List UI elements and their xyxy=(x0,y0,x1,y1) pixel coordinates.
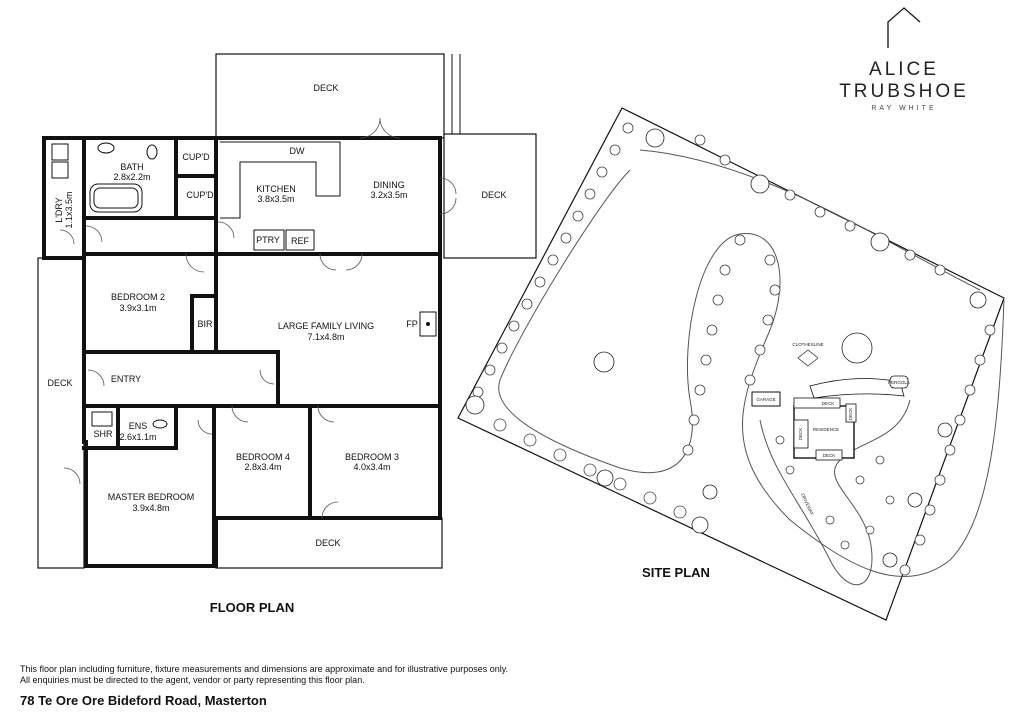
label-site-deck-1: DECK xyxy=(822,401,835,406)
driveway-path xyxy=(759,399,911,586)
label-deck-bottom: DECK xyxy=(315,538,340,548)
site-deck-left xyxy=(793,419,809,449)
label-garage: GARAGE xyxy=(756,397,775,402)
label-bedroom4: BEDROOM 4 xyxy=(236,452,290,462)
ensuite-toilet xyxy=(152,419,168,429)
clothesline-icon xyxy=(797,349,819,367)
brand-logo: ALICE TRUBSHOE RAY WHITE xyxy=(824,4,984,112)
label-deck-right: DECK xyxy=(481,190,506,200)
floor-plan-title: FLOOR PLAN xyxy=(210,600,295,615)
label-bath: BATH xyxy=(120,162,143,172)
label-master: MASTER BEDROOM xyxy=(108,492,195,502)
label-site-deck-4: DECK xyxy=(823,453,836,458)
site-plan-title: SITE PLAN xyxy=(642,565,710,580)
label-deck-left: DECK xyxy=(47,378,72,388)
pantry-box xyxy=(253,229,285,251)
label-dining-size: 3.2x3.5m xyxy=(370,190,407,200)
label-master-size: 3.9x4.8m xyxy=(132,503,169,513)
site-path xyxy=(498,169,1005,577)
label-entry: ENTRY xyxy=(111,374,141,384)
house-outline-icon xyxy=(887,7,921,48)
door-kitchen xyxy=(217,221,235,239)
door-bedroom2 xyxy=(185,253,205,273)
label-site-deck-3: DECK xyxy=(798,428,803,441)
label-dw: DW xyxy=(290,146,305,156)
deck-bottom xyxy=(215,517,443,569)
pergola-walk xyxy=(809,378,905,399)
bathtub xyxy=(89,183,143,213)
door-bath xyxy=(85,225,103,243)
kitchen-bench xyxy=(220,141,341,219)
floor-plan: DECK BATH 2.8x2.2m CUP'D CUP'D DW KITCHE… xyxy=(37,53,537,615)
french-doors-dining xyxy=(359,117,401,139)
door-deck-bottom xyxy=(321,501,339,519)
brand-name: ALICE TRUBSHOE xyxy=(839,59,969,102)
label-shr: SHR xyxy=(93,429,113,439)
label-clothesline: CLOTHESLINE xyxy=(792,342,823,347)
label-bedroom4-size: 2.8x3.4m xyxy=(244,462,281,472)
label-ens: ENS xyxy=(129,421,148,431)
label-site-deck-2: DECK xyxy=(848,408,853,421)
door-bedroom4 xyxy=(231,405,249,423)
label-cupd-1: CUP'D xyxy=(182,152,210,162)
french-doors-deck xyxy=(439,177,457,215)
label-bedroom2-size: 3.9x3.1m xyxy=(119,303,156,313)
site-deck-right xyxy=(845,403,857,423)
label-kitchen: KITCHEN xyxy=(256,184,296,194)
tree-line xyxy=(472,122,996,576)
label-residence: RESIDENCE xyxy=(813,427,839,432)
french-doors-living xyxy=(319,253,363,271)
disclaimer-line-1: This floor plan including furniture, fix… xyxy=(20,664,509,674)
label-living: LARGE FAMILY LIVING xyxy=(278,321,374,331)
label-fp: FP xyxy=(406,319,418,329)
deck-right xyxy=(443,133,537,259)
pergola-block xyxy=(889,375,909,389)
door-bedroom3 xyxy=(317,405,335,423)
disclaimer-line-2: All enquiries must be directed to the ag… xyxy=(20,675,365,685)
label-deck-top: DECK xyxy=(313,83,338,93)
label-cupd-2: CUP'D xyxy=(186,190,214,200)
label-ldry-size: 1.1x3.5m xyxy=(64,191,74,228)
label-bath-size: 2.8x2.2m xyxy=(113,172,150,182)
label-ldry: L'DRY xyxy=(54,197,64,223)
disclaimer: This floor plan including furniture, fix… xyxy=(20,664,580,686)
label-bedroom2: BEDROOM 2 xyxy=(111,292,165,302)
door-laundry xyxy=(59,229,75,245)
pond-tree xyxy=(593,351,615,373)
label-dining: DINING xyxy=(373,180,405,190)
door-entry xyxy=(87,369,105,387)
door-master-deck xyxy=(63,467,81,485)
site-deck-bottom xyxy=(815,449,843,461)
door-master xyxy=(197,419,213,435)
fridge-box xyxy=(285,229,315,251)
deck-left xyxy=(37,257,85,569)
large-tree xyxy=(841,332,873,364)
site-plan: CLOTHESLINE PERGOLA GARAGE DECK DECK DEC… xyxy=(457,107,1005,621)
bath-basin xyxy=(97,142,115,154)
label-ens-size: 2.6x1.1m xyxy=(119,432,156,442)
label-bedroom3: BEDROOM 3 xyxy=(345,452,399,462)
site-deck-top xyxy=(793,397,841,409)
garage-block xyxy=(751,391,781,407)
property-address: 78 Te Ore Ore Bideford Road, Masterton xyxy=(20,693,267,708)
shower-base xyxy=(91,411,113,427)
shrubs xyxy=(465,128,987,568)
deck-top xyxy=(215,53,445,139)
door-hall xyxy=(259,369,275,385)
label-pergola: PERGOLA xyxy=(888,380,910,385)
label-bedroom3-size: 4.0x3.4m xyxy=(353,462,390,472)
bath-toilet xyxy=(146,144,158,160)
brand-subtitle: RAY WHITE xyxy=(871,105,937,112)
label-kitchen-size: 3.8x3.5m xyxy=(257,194,294,204)
fireplace xyxy=(419,311,437,337)
laundry-tub xyxy=(51,143,69,161)
label-ptry: PTRY xyxy=(256,235,280,245)
label-bir: BIR xyxy=(197,319,213,329)
label-living-size: 7.1x4.8m xyxy=(307,332,344,342)
label-ref: REF xyxy=(291,236,310,246)
